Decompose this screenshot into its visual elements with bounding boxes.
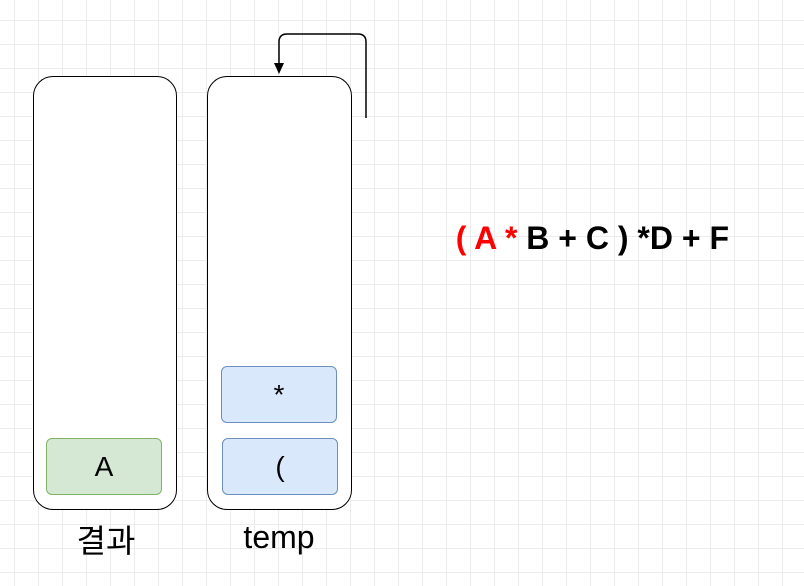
result-stack-item: A [46, 438, 162, 495]
expr-token: ( [455, 220, 475, 256]
expr-token: *D [637, 220, 682, 256]
expr-token: C [585, 220, 618, 256]
expr-token: F [709, 220, 729, 256]
result-stack-label: 결과 [76, 522, 136, 560]
infix-expression: ( A * B + C ) *D + F [438, 183, 729, 257]
expr-token: A [474, 220, 505, 256]
temp-stack-label: temp [243, 519, 315, 555]
temp-stack [207, 76, 352, 510]
temp-stack-item: ( [222, 438, 338, 495]
expr-token: B [526, 220, 559, 256]
temp-stack-item: * [221, 366, 337, 423]
result-stack [33, 76, 177, 510]
expr-token: * [504, 220, 527, 256]
expr-token: + [558, 220, 586, 256]
expr-token: ) [617, 220, 638, 256]
expr-token: + [681, 220, 710, 256]
